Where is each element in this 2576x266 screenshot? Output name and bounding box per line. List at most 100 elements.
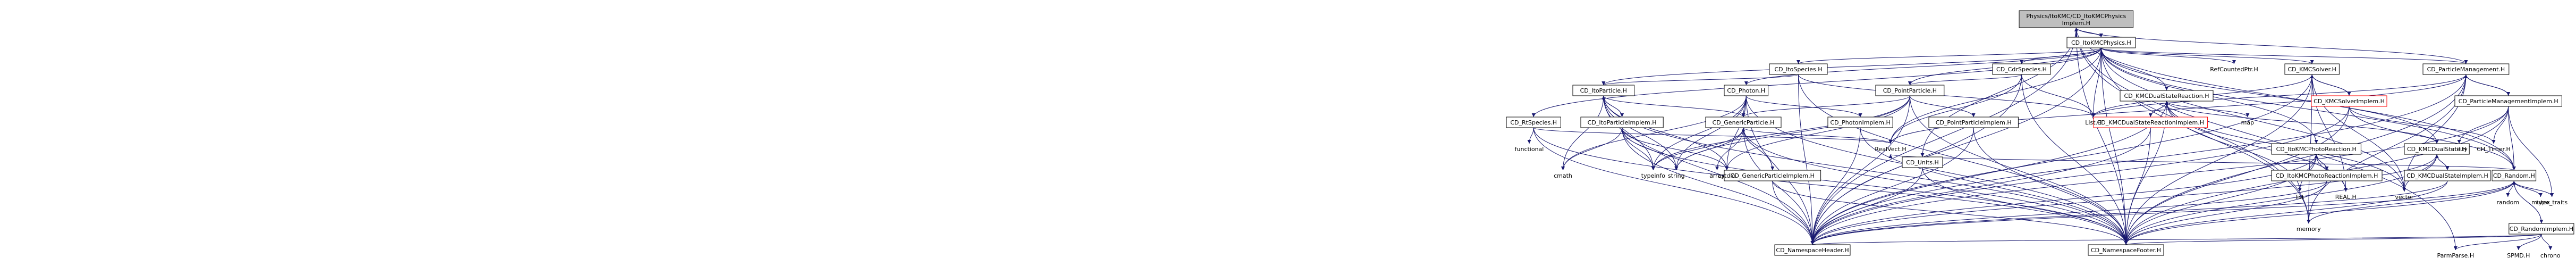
edge-phys-to-photon (1744, 47, 2102, 86)
edge-phys-to-kmcSolver (2100, 47, 2314, 64)
node-ritoSpecies[interactable]: CD_RtSpecies.H (1506, 117, 1561, 128)
edge-genericParticleImpl-to-genericParticle (1741, 127, 1773, 171)
node-box (2454, 95, 2562, 107)
node-pointParticleImpl[interactable]: CD_PointParticleImplem.H (1928, 117, 2019, 128)
edge-phys-to-refCounted (2100, 47, 2236, 64)
edge-pointParticleImpl-to-nsFooter (1973, 127, 2128, 245)
node-box (2404, 170, 2491, 181)
edge-random-to-realVect (1889, 154, 2514, 171)
edge-photonImpl-to-nsHeader (1810, 127, 1861, 245)
node-label: mutex (2531, 199, 2550, 206)
edge-photoReactionImpl-to-nsFooter (2124, 180, 2327, 245)
node-label: map (2241, 119, 2254, 126)
edge-genericParticle-to-string (1674, 127, 1744, 171)
node-particleMgmtImpl[interactable]: CD_ParticleManagementImplem.H (2454, 95, 2562, 107)
edge-dualStateImpl-to-nsHeader (1810, 180, 2448, 245)
node-label: CD_GenericParticle.H (1713, 119, 1775, 126)
node-dualState[interactable]: CD_KMCDualState.H (2404, 143, 2470, 155)
node-label: array (1709, 172, 1725, 179)
node-functional: functional (1515, 146, 1544, 153)
node-genericParticleImpl[interactable]: CD_GenericParticleImplem.H (1724, 170, 1821, 181)
node-label: cmath (1554, 172, 1572, 179)
node-genericParticle[interactable]: CD_GenericParticle.H (1705, 117, 1782, 128)
edge-root-to-units (1920, 27, 2077, 157)
node-box (1928, 117, 2019, 128)
node-typeTraits: type_traits (2536, 199, 2567, 206)
node-box (1580, 117, 1664, 128)
edge-phys-to-realVect (1888, 47, 2102, 144)
node-photoReactionImpl[interactable]: CD_ItoKMCPhotoReactionImplem.H (2271, 170, 2383, 181)
node-nsHeader[interactable]: CD_NamespaceHeader.H (1774, 244, 1851, 256)
node-kmcSolverImpl[interactable]: CD_KMCSolverImplem.H (2311, 95, 2387, 107)
node-box (2271, 143, 2361, 155)
edge-randomImpl-to-nsHeader (1811, 234, 2542, 245)
edge-photon-to-cmath (1561, 95, 1747, 171)
node-phys[interactable]: CD_ItoKMCPhysics.H (2066, 37, 2136, 48)
node-box (2066, 37, 2136, 48)
node-cmath: cmath (1554, 172, 1572, 179)
node-label: CD_NamespaceHeader.H (1776, 247, 1849, 254)
node-box (2284, 63, 2340, 75)
edge-photon-to-photonImpl (1745, 95, 1862, 118)
edge-ritoSpecies-to-realVect (1533, 127, 1893, 144)
edge-phys-to-itoSpecies (1797, 47, 2102, 64)
node-box (2422, 63, 2510, 75)
edge-random-to-memory (2307, 180, 2514, 224)
edge-dualStateImpl-to-dualState (2435, 154, 2448, 171)
node-mutex: mutex (2531, 199, 2550, 206)
node-realVect: RealVect.H (1875, 146, 1906, 153)
node-dualStateReactionImpl[interactable]: CD_KMCDualStateReactionImplem.H (2093, 117, 2208, 128)
node-label: SPMD.H (2507, 252, 2530, 259)
node-photonImpl[interactable]: CD_PhotonImplem.H (1827, 117, 1893, 128)
node-label: CD_RtSpecies.H (1510, 119, 1557, 126)
edge-itoParticle-to-string (1603, 95, 1679, 171)
node-nsFooter[interactable]: CD_NamespaceFooter.H (2088, 244, 2164, 256)
edge-randomImpl-to-parmParse (2453, 234, 2542, 251)
node-label: functional (1515, 146, 1544, 153)
node-dualStateReaction[interactable]: CD_KMCDualStateReaction.H (2120, 90, 2214, 102)
edge-randomImpl-to-nsFooter (2124, 234, 2542, 245)
node-particleMgmt[interactable]: CD_ParticleManagement.H (2422, 63, 2510, 75)
node-randomImpl[interactable]: CD_RandomImplem.H (2509, 223, 2574, 235)
node-cdrSpecies[interactable]: CD_CdrSpecies.H (1992, 63, 2051, 75)
edge-randomImpl-to-spmd (2516, 234, 2542, 251)
node-label: string (1668, 172, 1685, 179)
node-string: string (1668, 172, 1685, 179)
node-itoSpecies[interactable]: CD_ItoSpecies.H (1769, 63, 1828, 75)
edge-dualState-to-nsFooter (2124, 154, 2437, 245)
edge-particleMgmtImpl-to-utility (2457, 106, 2509, 144)
node-itoParticle[interactable]: CD_ItoParticle.H (1572, 85, 1635, 96)
edge-randomImpl-to-random (2512, 180, 2542, 224)
edge-dualStateReactionImpl-to-nsFooter (2124, 127, 2151, 245)
node-itoParticleImpl[interactable]: CD_ItoParticleImplem.H (1580, 117, 1664, 128)
edge-itoSpecies-to-listH (1798, 74, 2096, 118)
node-label: REAL.H (2335, 194, 2357, 201)
node-label: vector (2395, 194, 2413, 201)
node-units[interactable]: CD_Units.H (1902, 156, 1943, 168)
node-random[interactable]: CD_Random.H (2492, 170, 2537, 181)
node-label: CD_GenericParticleImplem.H (1731, 172, 1815, 179)
node-label: typeinfo (1641, 172, 1665, 179)
edge-genericParticle-to-nsFooter (1743, 127, 2128, 245)
node-box (1774, 244, 1851, 256)
edge-itoParticle-to-genericParticle (1603, 95, 1745, 118)
node-pointParticle[interactable]: CD_PointParticle.H (1875, 85, 1945, 96)
node-listH: List.H (2085, 119, 2102, 126)
edge-phys-to-ritoSpecies (1531, 47, 2102, 118)
edge-phys-to-dualState (2100, 47, 2439, 144)
node-chrono: chrono (2540, 252, 2561, 259)
node-dualStateImpl[interactable]: CD_KMCDualStateImplem.H (2404, 170, 2491, 181)
node-kmcSolver[interactable]: CD_KMCSolver.H (2284, 63, 2340, 75)
node-photoReaction[interactable]: CD_ItoKMCPhotoReaction.H (2271, 143, 2361, 155)
node-photon[interactable]: CD_Photon.H (1724, 85, 1769, 96)
edge-random-to-nsHeader (1810, 180, 2514, 245)
node-box (1769, 63, 1828, 75)
node-label: type_traits (2536, 199, 2567, 206)
node-label: CD_KMCDualState.H (2407, 146, 2467, 153)
node-label: CD_Photon.H (1727, 87, 1765, 94)
node-REAL: REAL.H (2335, 194, 2357, 201)
edge-kmcSolver-to-nsFooter (2124, 74, 2312, 245)
edge-dualStateReaction-to-map (2166, 101, 2250, 118)
node-array: array (1709, 172, 1725, 179)
